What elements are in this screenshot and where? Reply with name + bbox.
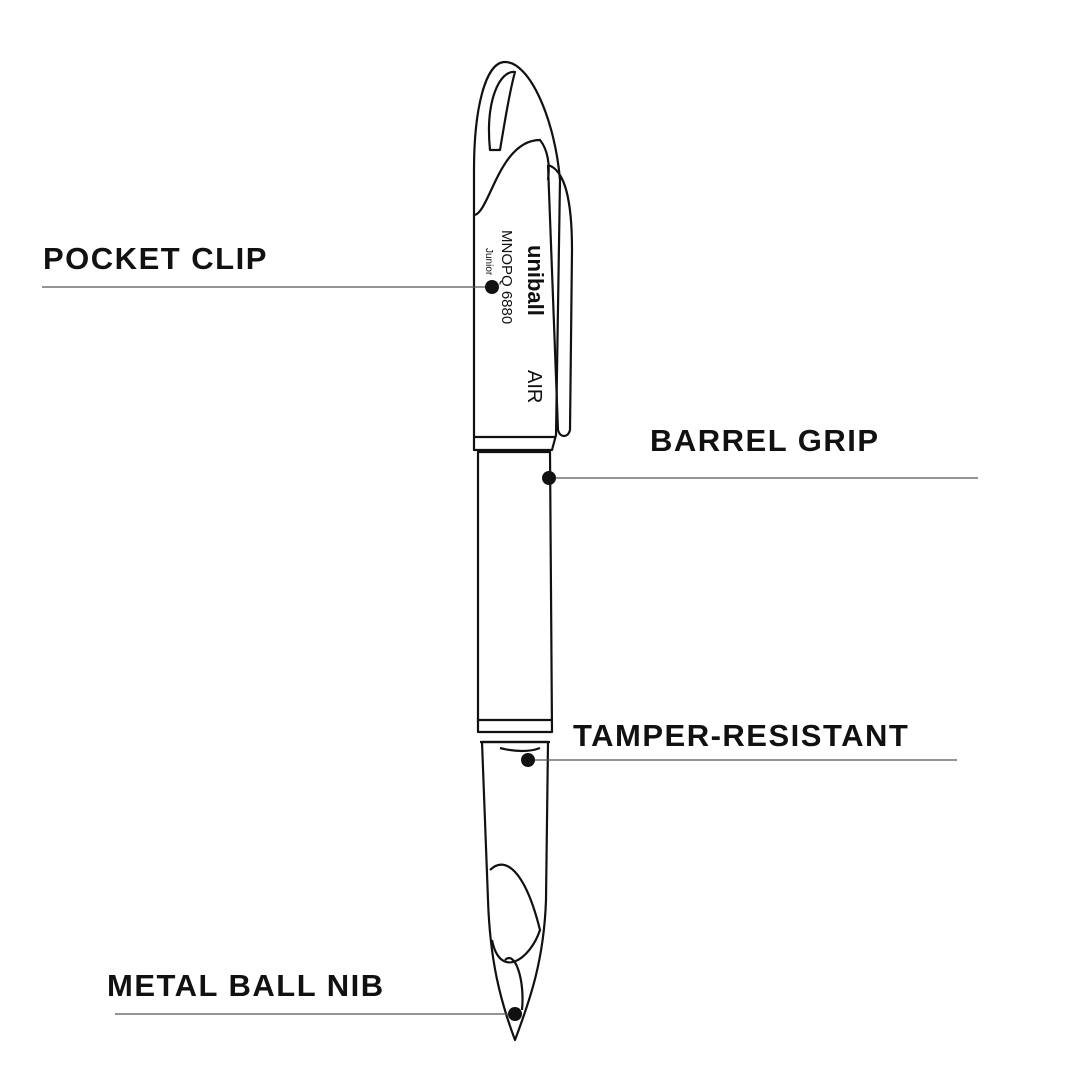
pen-model-print: AIR (523, 370, 545, 403)
pen-line3-print: Junior (483, 248, 494, 276)
cap-wave (487, 70, 517, 152)
pen-line2-print: MNOPQ 6880 (498, 230, 515, 324)
label-pocket-clip: POCKET CLIP (43, 241, 268, 276)
dot-barrel-grip (542, 471, 556, 485)
nib-wave (504, 956, 524, 1011)
dot-nib (508, 1007, 522, 1021)
grip-wave (489, 863, 542, 964)
pen-brand-print: uniball (523, 245, 548, 316)
grip-mark (499, 746, 541, 753)
label-metal-ball-nib: METAL BALL NIB (107, 968, 385, 1003)
pocket-clip-shape (546, 163, 574, 438)
pen-cap (472, 60, 562, 452)
label-tamper-resistant: TAMPER-RESISTANT (573, 718, 910, 753)
pen-barrel (476, 450, 554, 734)
dot-pocket-clip (485, 280, 499, 294)
cap-wave-2 (474, 138, 550, 217)
grip-section (480, 740, 550, 1042)
label-barrel-grip: BARREL GRIP (650, 423, 880, 458)
dot-tamper (521, 753, 535, 767)
